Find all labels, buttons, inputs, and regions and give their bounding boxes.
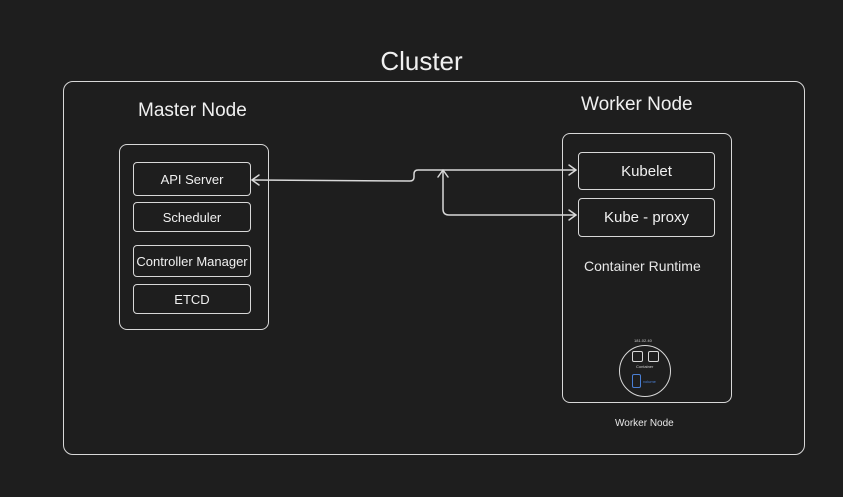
branch-arrowhead <box>437 169 449 178</box>
worker-node-box <box>562 133 732 403</box>
kube-proxy-box: Kube - proxy <box>578 198 715 237</box>
kube-proxy-arrowhead <box>568 209 577 221</box>
container-runtime-label: Container Runtime <box>584 258 701 274</box>
container-square-right <box>648 351 659 362</box>
worker-node-heading: Worker Node <box>581 94 693 115</box>
api-server-box: API Server <box>133 162 251 196</box>
pod-ip-label: 181.02.40 <box>634 338 652 343</box>
master-node-box <box>119 144 269 330</box>
cluster-boundary <box>63 81 805 455</box>
api-to-kubelet-connector <box>251 169 577 182</box>
etcd-box: ETCD <box>133 284 251 314</box>
pod-circle <box>619 345 671 397</box>
controller-manager-box: Controller Manager <box>133 245 251 277</box>
container-label: Container <box>636 364 654 369</box>
volume-icon <box>632 374 641 388</box>
api-arrowhead <box>251 174 260 186</box>
kubelet-arrowhead <box>568 164 577 176</box>
scheduler-box: Scheduler <box>133 202 251 232</box>
kube-proxy-connector <box>442 169 577 216</box>
master-node-heading: Master Node <box>138 100 247 121</box>
worker-node-footer: Worker Node <box>615 418 674 429</box>
volume-label: volume <box>643 379 656 384</box>
container-square-left <box>632 351 643 362</box>
kubelet-box: Kubelet <box>578 152 715 190</box>
cluster-title: Cluster <box>380 46 463 76</box>
